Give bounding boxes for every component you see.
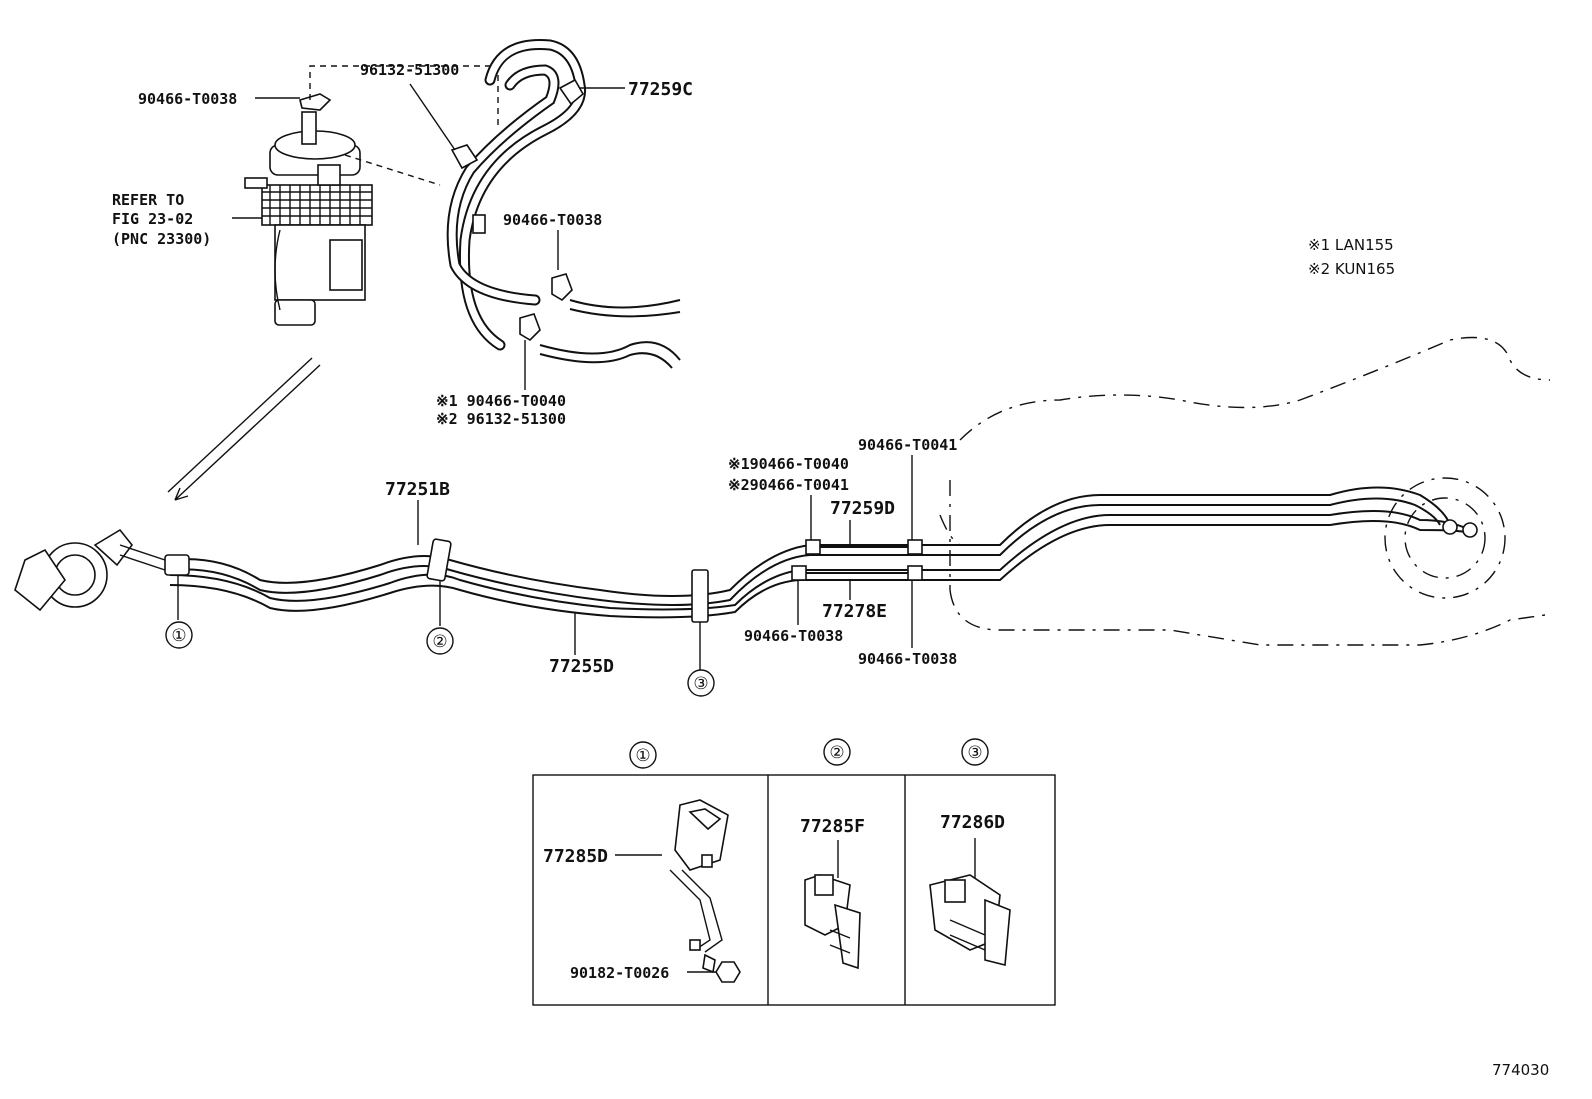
label-clamp-2: 77285F xyxy=(800,816,865,837)
label-clamp-3: 77286D xyxy=(940,812,1005,833)
canister xyxy=(14,528,166,612)
note-1: ※1 LAN155 xyxy=(1308,236,1394,254)
label-clip-right-low2: 90466-T0038 xyxy=(858,650,957,668)
label-clip-right-low1: 90466-T0038 xyxy=(744,627,843,645)
figure-code: 774030 xyxy=(1492,1061,1549,1079)
marker-3-circle xyxy=(687,669,715,697)
label-clip-top: 96132-51300 xyxy=(360,61,459,79)
label-clip-right-top: 90466-T0041 xyxy=(858,436,957,454)
panel-2-marker: ② xyxy=(829,743,844,763)
label-clip-top-left: 90466-T0038 xyxy=(138,90,237,108)
panel-1-marker: ① xyxy=(635,746,650,766)
clamp-3 xyxy=(929,874,1011,967)
label-clip-low-1: ※1 90466-T0040 xyxy=(436,392,566,410)
marker-2-circle xyxy=(426,627,454,655)
label-refer-line3: (PNC 23300) xyxy=(112,230,211,248)
label-clip-right-1: ※190466-T0040 xyxy=(728,455,849,473)
label-hose-c: 77259C xyxy=(628,79,693,100)
label-clip-right-2: ※290466-T0041 xyxy=(728,476,849,494)
detail-panels-frame xyxy=(532,774,1056,1006)
label-clip-mid: 90466-T0038 xyxy=(503,211,602,229)
label-refer-line1: REFER TO xyxy=(112,191,184,209)
main-fuel-lines xyxy=(169,486,1478,619)
marker-1-circle xyxy=(165,621,193,649)
fuel-pump-assembly xyxy=(244,93,373,326)
panel-3-marker: ③ xyxy=(967,743,982,763)
clamp-2 xyxy=(804,874,861,970)
label-hose-d: 77259D xyxy=(830,498,895,519)
label-clip-low-2: ※2 96132-51300 xyxy=(436,410,566,428)
note-2: ※2 KUN165 xyxy=(1308,260,1395,278)
label-tube-b: 77251B xyxy=(385,479,450,500)
marker-1: ① xyxy=(171,626,186,646)
label-refer-line2: FIG 23-02 xyxy=(112,210,193,228)
clamp-1-bracket xyxy=(669,799,741,983)
marker-3: ③ xyxy=(693,674,708,694)
upper-hoses xyxy=(446,38,681,369)
marker-2: ② xyxy=(432,632,447,652)
label-tube-d: 77255D xyxy=(549,656,614,677)
label-clamp-1: 77285D xyxy=(543,846,608,867)
label-hose-e: 77278E xyxy=(822,601,887,622)
label-bolt-1: 90182-T0026 xyxy=(570,964,669,982)
